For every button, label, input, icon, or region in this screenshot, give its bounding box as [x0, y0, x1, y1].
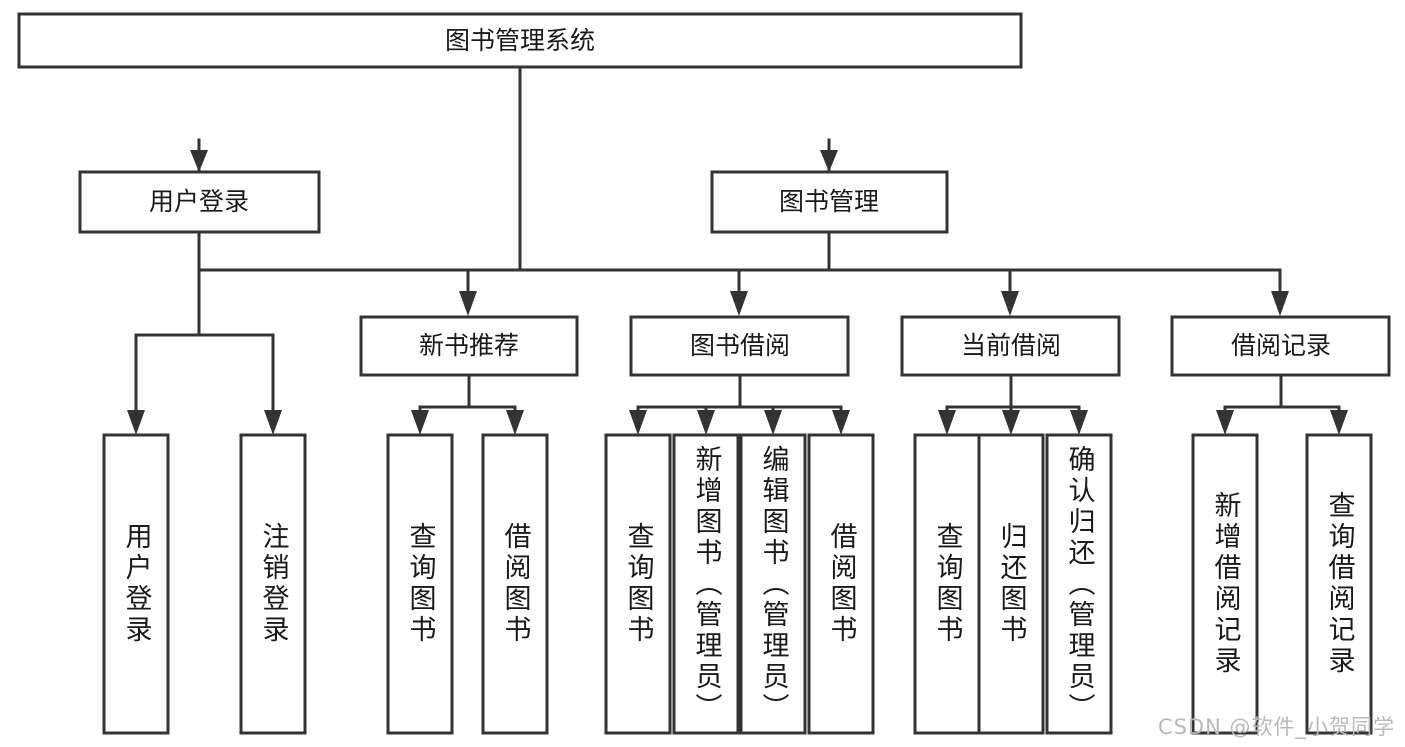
leaf-box-9[interactable] [977, 433, 1045, 735]
arrow-to-leaf-borrow-book-b [832, 410, 850, 435]
arrow-root-to-book-management [820, 150, 838, 172]
node-current-borrow-box[interactable] [900, 315, 1121, 377]
arrow-to-leaf-user-login [127, 410, 145, 435]
node-root-label: 图书管理系统 [445, 26, 595, 55]
leaf-box-4[interactable] [604, 433, 672, 735]
node-borrow-record-box[interactable] [1170, 315, 1391, 377]
node-root-box[interactable] [17, 12, 1023, 69]
arrow-to-leaf-edit-book [764, 410, 782, 435]
arrow-to-leaf-logout [264, 410, 282, 435]
node-borrow-record-label: 借阅记录 [1231, 331, 1331, 360]
arrow-to-current-borrow [1001, 291, 1019, 316]
node-new-book-recommend[interactable]: 新书推荐 [359, 315, 579, 377]
arrow-to-leaf-confirm-return [1070, 410, 1088, 435]
node-current-borrow-label: 当前借阅 [961, 331, 1061, 360]
node-borrow-record[interactable]: 借阅记录 [1170, 315, 1391, 377]
leaf-box-6[interactable] [739, 433, 807, 735]
leaf-box-0[interactable] [102, 433, 170, 735]
arrow-to-borrow-record [1271, 291, 1289, 316]
arrow-to-leaf-add-book [697, 410, 715, 435]
node-new-book-recommend-label: 新书推荐 [419, 331, 519, 360]
node-user-login-label: 用户登录 [149, 187, 249, 216]
node-book-management-box[interactable] [710, 170, 949, 234]
arrow-to-leaf-borrow-book-a [506, 410, 524, 435]
leaf-box-3[interactable] [481, 433, 549, 735]
leaf-box-2[interactable] [386, 433, 454, 735]
arrow-to-leaf-query-record [1330, 410, 1348, 435]
node-book-management-label: 图书管理 [779, 187, 879, 216]
node-book-management[interactable]: 图书管理 [710, 170, 949, 234]
arrow-to-leaf-add-record [1216, 410, 1234, 435]
leaf-box-12[interactable] [1305, 433, 1373, 735]
leaf-box-7[interactable] [807, 433, 875, 735]
node-user-login[interactable]: 用户登录 [78, 170, 321, 234]
leaf-box-5[interactable] [672, 433, 740, 735]
node-new-book-recommend-box[interactable] [359, 315, 579, 377]
arrow-to-leaf-return-book [1002, 410, 1020, 435]
node-book-borrow-box[interactable] [629, 315, 850, 377]
node-book-borrow-label: 图书借阅 [690, 331, 790, 360]
arrow-to-leaf-query-book-b [629, 410, 647, 435]
node-current-borrow[interactable]: 当前借阅 [900, 315, 1121, 377]
leaf-box-11[interactable] [1191, 433, 1259, 735]
leaf-box-1[interactable] [239, 433, 307, 735]
node-root[interactable]: 图书管理系统 [17, 12, 1023, 69]
arrow-to-book-borrow [730, 291, 748, 316]
arrow-root-to-user-login [190, 150, 208, 172]
csdn-watermark: CSDN @软件_小贺同学 [1157, 715, 1395, 739]
arrow-to-leaf-query-book-a [411, 410, 429, 435]
node-book-borrow[interactable]: 图书借阅 [629, 315, 850, 377]
arrow-to-leaf-query-book-c [938, 410, 956, 435]
leaf-box-8[interactable] [913, 433, 981, 735]
arrow-to-new-book-recommend [459, 291, 477, 316]
leaf-box-10[interactable] [1045, 433, 1113, 735]
